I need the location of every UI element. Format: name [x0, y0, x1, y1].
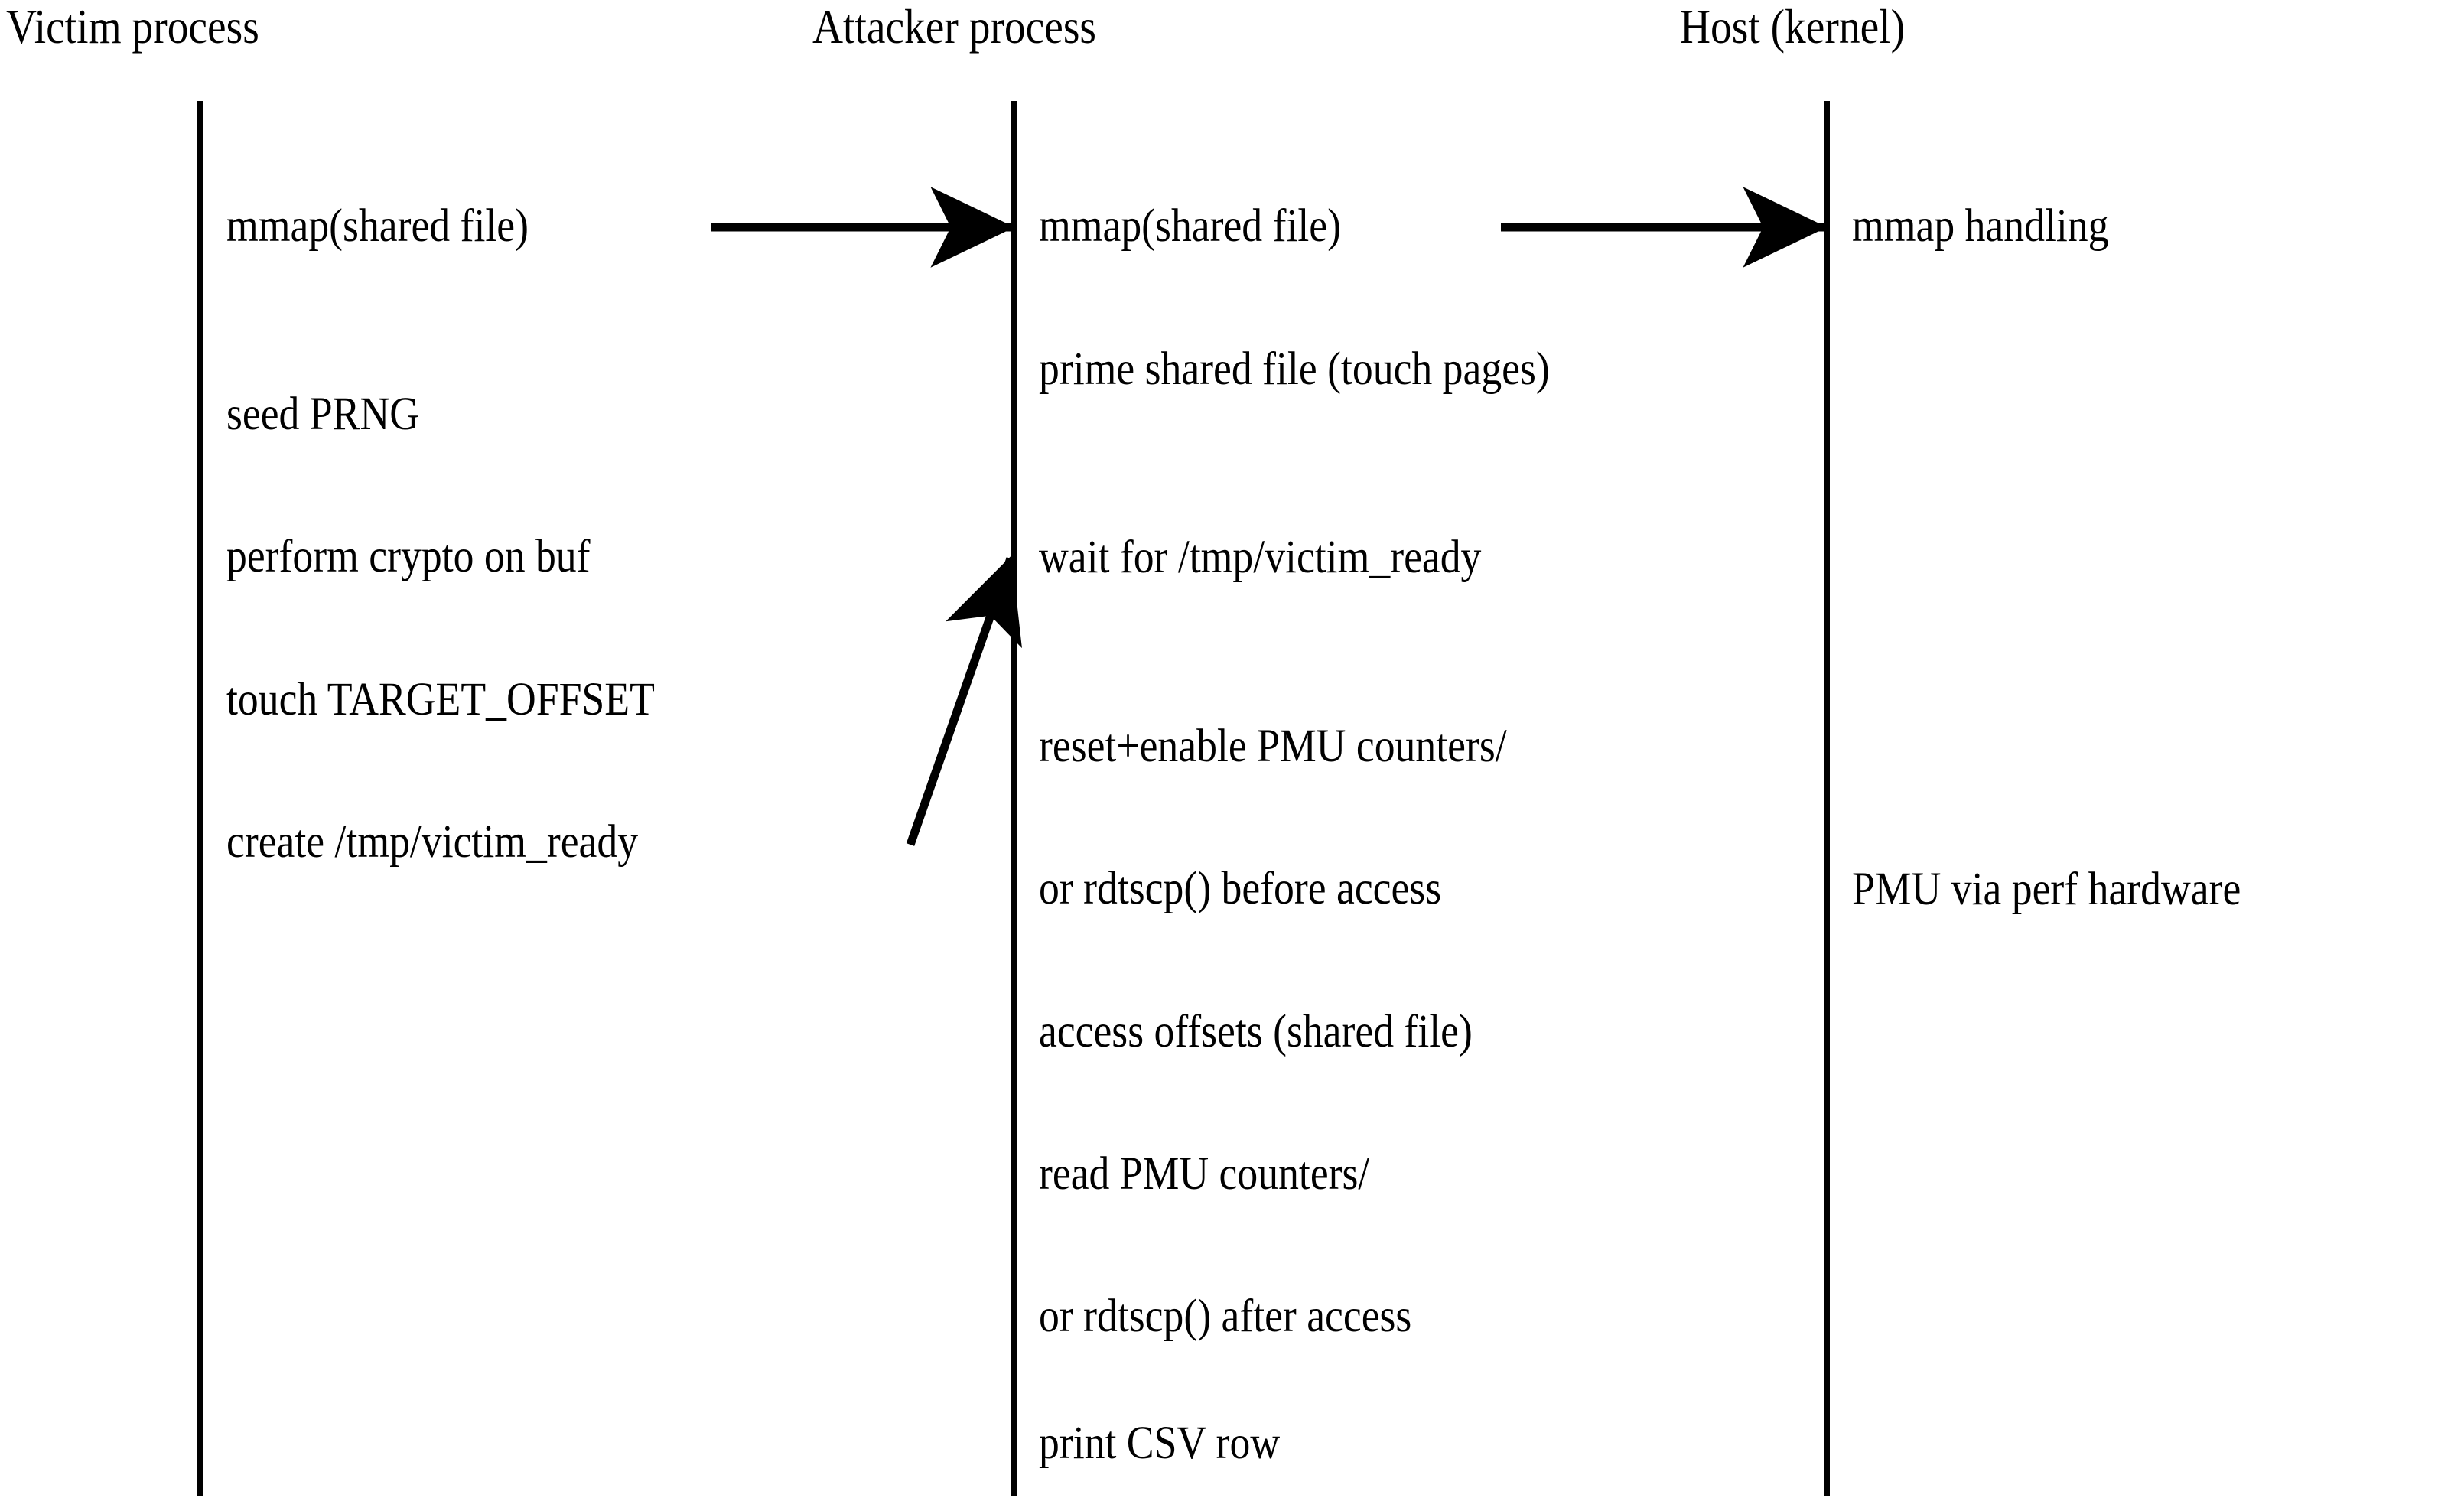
arrow-victim-ready-signal [906, 555, 1022, 846]
lifeline-victim [197, 101, 203, 1496]
host-step-mmap-handling: mmap handling [1852, 200, 2109, 252]
attacker-step-print-csv-row: print CSV row [1039, 1418, 1281, 1469]
host-step-pmu-via-perf-hardware: PMU via perf hardware [1852, 864, 2241, 915]
attacker-step-rdtscp-before: or rdtscp() before access [1039, 863, 1442, 914]
attacker-step-rdtscp-after: or rdtscp() after access [1039, 1291, 1412, 1342]
attacker-step-access-offsets: access offsets (shared file) [1039, 1006, 1473, 1057]
lifeline-attacker [1011, 101, 1017, 1496]
attacker-step-read-pmu: read PMU counters/ [1039, 1148, 1370, 1200]
attacker-step-wait-victim-ready: wait for /tmp/victim_ready [1039, 532, 1482, 583]
victim-step-seed-prng: seed PRNG [226, 389, 419, 440]
lane-title-attacker: Attacker process [812, 0, 1096, 54]
victim-step-mmap-shared-file: mmap(shared file) [226, 200, 529, 252]
lane-title-victim: Victim process [6, 0, 259, 54]
lane-title-host: Host (kernel) [1680, 0, 1906, 54]
lifeline-host [1824, 101, 1830, 1496]
attacker-step-mmap-shared-file: mmap(shared file) [1039, 200, 1341, 252]
victim-step-touch-target-offset: touch TARGET_OFFSET [226, 674, 655, 725]
victim-step-create-victim-ready: create /tmp/victim_ready [226, 816, 639, 868]
attacker-step-reset-enable-pmu: reset+enable PMU counters/ [1039, 721, 1507, 772]
victim-step-perform-crypto: perform crypto on buf [226, 531, 591, 582]
attacker-step-prime-shared-file: prime shared file (touch pages) [1039, 344, 1550, 395]
